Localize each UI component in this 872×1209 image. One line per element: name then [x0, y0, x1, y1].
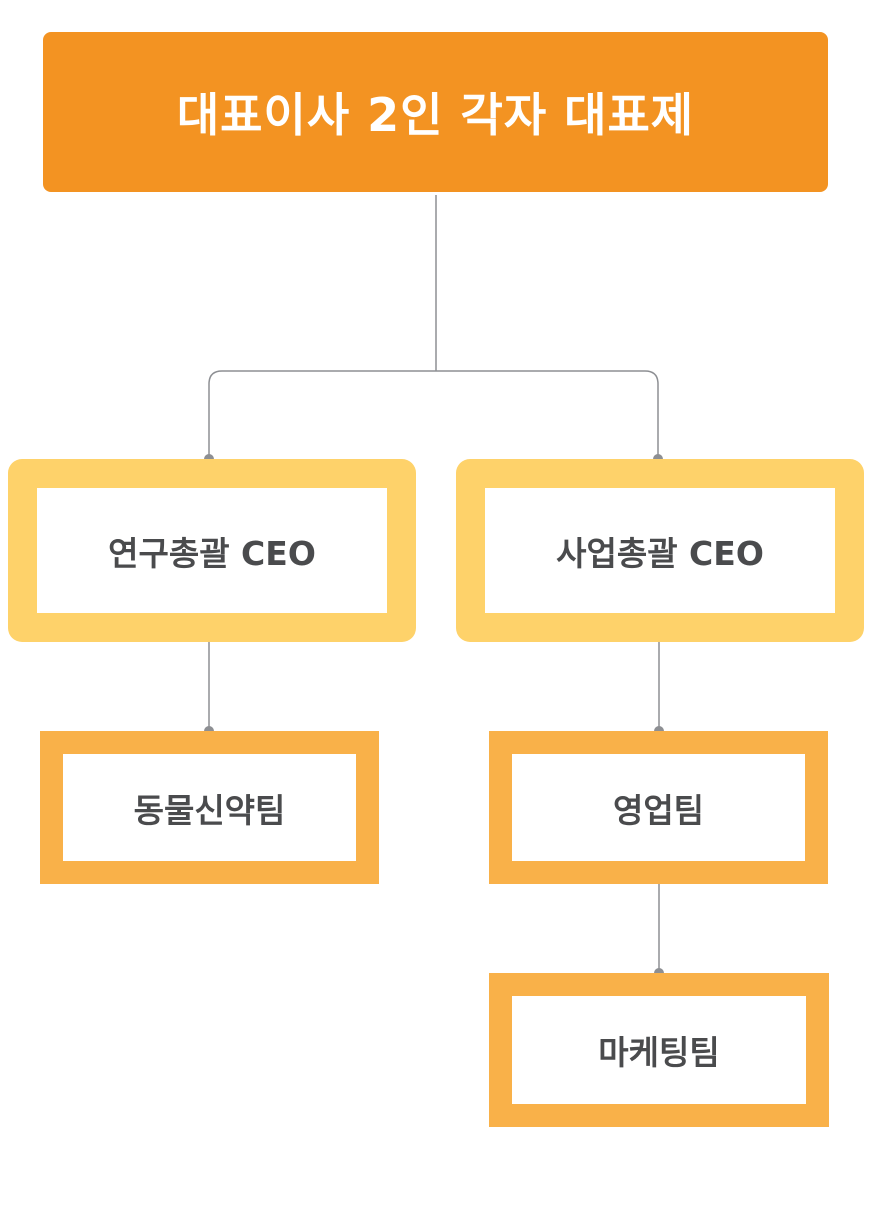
node-research-ceo: 연구총괄 CEO — [8, 459, 416, 642]
root-node-dual-ceo: 대표이사 2인 각자 대표제 — [43, 32, 828, 192]
sales-team-label: 영업팀 — [612, 790, 705, 830]
node-marketing-team: 마케팅팀 — [489, 973, 829, 1127]
branch-line-research — [208, 370, 436, 458]
branch-line-business — [436, 370, 659, 458]
root-node-label: 대표이사 2인 각자 대표제 — [176, 88, 695, 142]
animal-drug-team-label: 동물신약팀 — [133, 790, 286, 830]
business-ceo-label: 사업총괄 CEO — [556, 533, 764, 573]
node-sales-team: 영업팀 — [489, 731, 828, 884]
research-ceo-label: 연구총괄 CEO — [108, 533, 316, 573]
marketing-team-label: 마케팅팀 — [598, 1033, 720, 1072]
node-animal-drug-team: 동물신약팀 — [40, 731, 379, 884]
node-business-ceo: 사업총괄 CEO — [456, 459, 864, 642]
